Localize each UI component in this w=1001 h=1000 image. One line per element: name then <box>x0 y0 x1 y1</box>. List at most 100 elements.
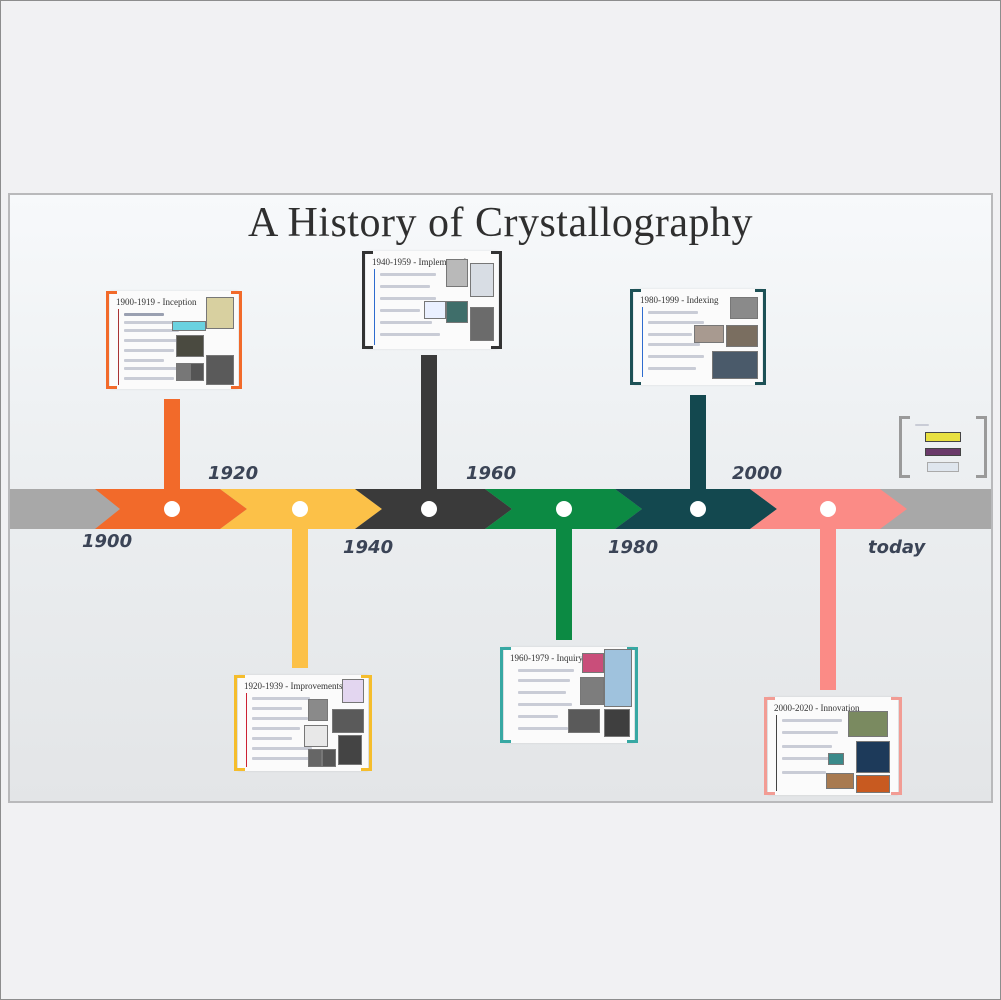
photo-thumbnail <box>332 709 364 733</box>
period-card-indexing[interactable]: 1980-1999 - Indexing <box>630 289 766 385</box>
photo-thumbnail <box>172 321 206 331</box>
text-line <box>782 719 842 722</box>
year-label-1920: 1920 <box>208 463 259 484</box>
text-line <box>648 333 692 336</box>
photo-thumbnail <box>308 749 322 767</box>
text-line <box>380 297 436 300</box>
text-line <box>380 309 420 312</box>
photo-thumbnail <box>446 259 468 287</box>
timeline-dot <box>292 501 308 517</box>
photo-thumbnail <box>206 297 234 329</box>
photo-thumbnail <box>726 325 758 347</box>
text-line <box>124 349 174 352</box>
period-title: 1900-1919 - Inception <box>116 297 197 307</box>
text-line <box>782 745 832 748</box>
logo-thumbnail <box>927 462 959 472</box>
text-line <box>380 333 440 336</box>
text-line <box>648 367 696 370</box>
bracket-right <box>361 675 372 771</box>
photo-thumbnail <box>848 711 888 737</box>
text-line <box>124 367 182 370</box>
timeline-dot <box>556 501 572 517</box>
timeline-dot <box>690 501 706 517</box>
timeline-slide: A History of Crystallography 1900 1920 1… <box>8 193 993 803</box>
text-line <box>252 737 292 740</box>
photo-thumbnail <box>470 263 494 297</box>
photo-thumbnail <box>206 355 234 385</box>
text-line <box>124 313 164 316</box>
card-timeline-line <box>776 715 777 791</box>
photo-thumbnail <box>190 363 204 381</box>
logo-thumbnail <box>925 432 961 442</box>
period-title: 1960-1979 - Inquiry <box>510 653 583 663</box>
text-line <box>252 717 308 720</box>
timeline-dot <box>164 501 180 517</box>
text-line <box>648 355 704 358</box>
period-title: 1940-1959 - Implemented <box>372 257 466 267</box>
photo-thumbnail <box>322 749 336 767</box>
photo-thumbnail <box>604 709 630 737</box>
photo-thumbnail <box>730 297 758 319</box>
stem-innovation <box>820 520 836 690</box>
photo-thumbnail <box>582 653 604 673</box>
slide-title: A History of Crystallography <box>247 200 754 246</box>
text-line <box>518 691 566 694</box>
logo-thumbnail <box>925 448 961 456</box>
stem-inquiry <box>556 520 572 640</box>
stem-implemented <box>421 355 437 500</box>
text-line <box>380 321 432 324</box>
year-label-1900: 1900 <box>82 531 133 552</box>
bracket-right <box>891 697 902 795</box>
bracket-right <box>231 291 242 389</box>
bracket-left <box>899 416 910 478</box>
year-label-1940: 1940 <box>343 537 394 558</box>
text-line <box>252 707 302 710</box>
year-label-2000: 2000 <box>732 463 783 484</box>
stem-improvements <box>292 520 308 668</box>
bracket-left <box>500 647 511 743</box>
period-card-implemented[interactable]: 1940-1959 - Implemented <box>362 251 502 349</box>
period-card-inquiry[interactable]: 1960-1979 - Inquiry <box>500 647 638 743</box>
text-line <box>648 321 704 324</box>
photo-thumbnail <box>176 335 204 357</box>
text-line <box>124 377 174 380</box>
bracket-right <box>755 289 766 385</box>
period-title: 2000-2020 - Innovation <box>774 703 860 713</box>
text-line <box>518 679 570 682</box>
card-timeline-line <box>118 309 119 385</box>
period-card-improvements[interactable]: 1920-1939 - Improvements <box>234 675 372 771</box>
year-label-today: today <box>868 537 926 558</box>
text-line <box>252 757 314 760</box>
photo-thumbnail <box>828 753 844 765</box>
text-line <box>380 273 436 276</box>
photo-thumbnail <box>338 735 362 765</box>
references-panel[interactable] <box>899 416 987 478</box>
period-title: 1980-1999 - Indexing <box>640 295 719 305</box>
photo-thumbnail <box>580 677 604 705</box>
text-line <box>648 311 698 314</box>
photo-thumbnail <box>856 775 890 793</box>
text-line <box>915 424 929 426</box>
text-line <box>782 731 838 734</box>
bracket-left <box>362 251 373 349</box>
text-line <box>782 771 826 774</box>
card-timeline-line <box>374 269 375 345</box>
card-timeline-line <box>246 693 247 767</box>
text-line <box>518 727 568 730</box>
photo-thumbnail <box>304 725 328 747</box>
text-line <box>782 757 834 760</box>
period-card-inception[interactable]: 1900-1919 - Inception <box>106 291 242 389</box>
photo-thumbnail <box>424 301 446 319</box>
stem-indexing <box>690 395 706 500</box>
photo-thumbnail <box>176 363 190 381</box>
text-line <box>518 669 574 672</box>
timeline-dot <box>421 501 437 517</box>
text-line <box>124 339 184 342</box>
bracket-right <box>976 416 987 478</box>
text-line <box>252 727 300 730</box>
photo-thumbnail <box>568 709 600 733</box>
period-card-innovation[interactable]: 2000-2020 - Innovation <box>764 697 902 795</box>
text-line <box>252 747 312 750</box>
text-line <box>518 715 558 718</box>
bracket-right <box>627 647 638 743</box>
